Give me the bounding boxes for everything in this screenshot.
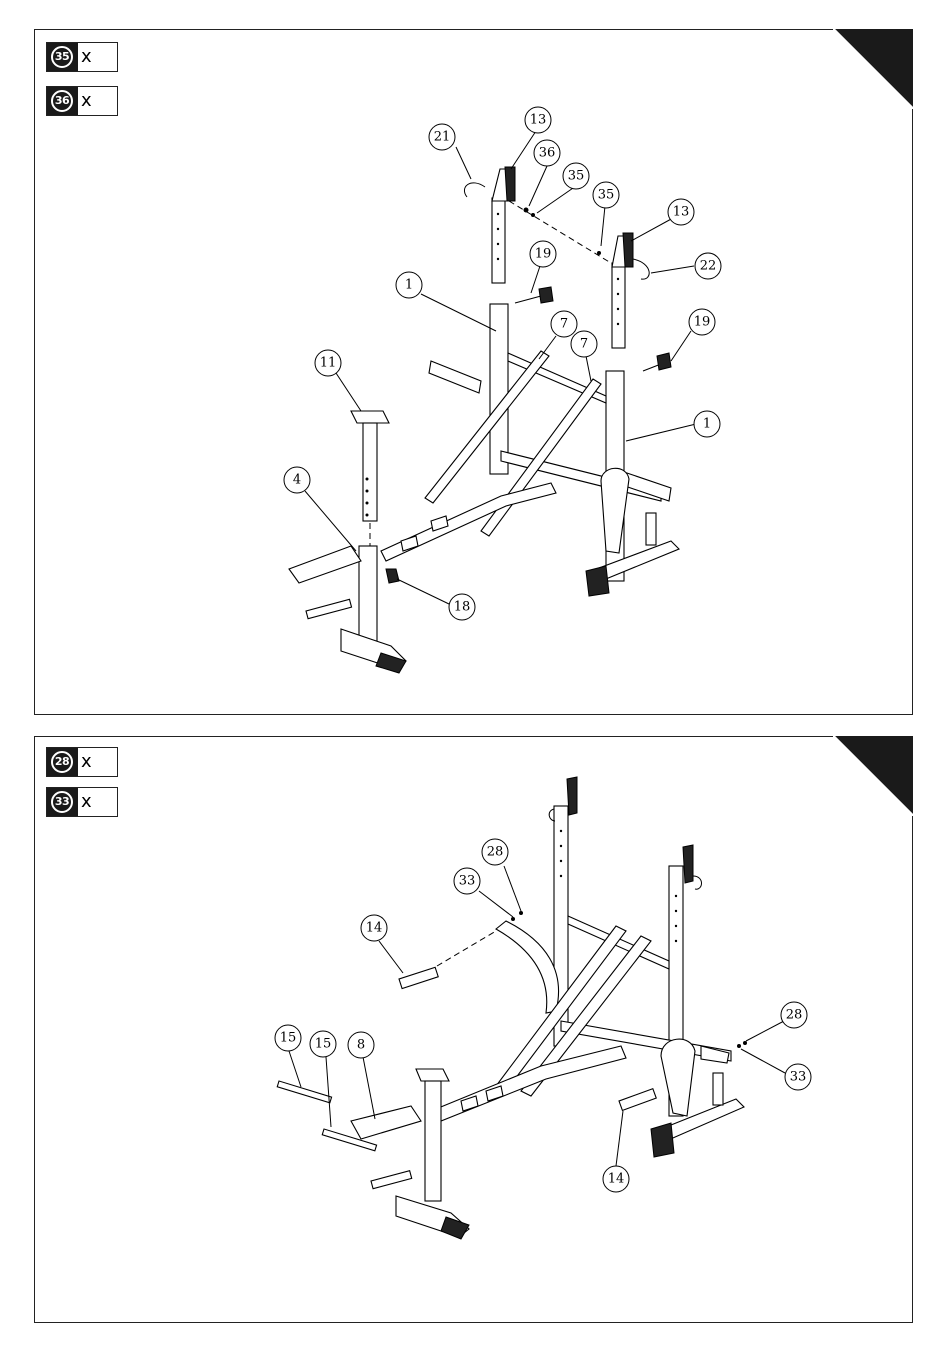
svg-text:13: 13 — [530, 113, 547, 128]
callout-28: 28 — [482, 839, 508, 865]
handle-14-left — [399, 967, 438, 988]
callout-35: 35 — [593, 182, 619, 208]
callout-36: 36 — [534, 140, 560, 166]
plate-arm-8-left — [496, 921, 559, 1013]
svg-text:36: 36 — [539, 146, 556, 161]
svg-text:1: 1 — [703, 417, 711, 432]
hook-22-icon — [633, 259, 649, 279]
callout-33: 33 — [454, 868, 480, 894]
svg-text:18: 18 — [454, 600, 471, 615]
svg-text:14: 14 — [366, 921, 383, 936]
svg-text:35: 35 — [568, 169, 585, 184]
handle-14-right — [619, 1089, 656, 1111]
svg-text:15: 15 — [280, 1031, 297, 1046]
svg-text:35: 35 — [598, 188, 615, 203]
callout-8: 8 — [348, 1032, 374, 1058]
leg-arm-8 — [351, 1106, 421, 1139]
hook-21-icon — [464, 183, 485, 197]
seat-post-front — [416, 1069, 449, 1201]
svg-text:33: 33 — [459, 874, 476, 889]
svg-text:1: 1 — [405, 278, 413, 293]
upright-13-right — [612, 233, 633, 348]
knob-18-icon — [386, 569, 399, 583]
svg-text:7: 7 — [560, 317, 568, 332]
callout-14: 14 — [361, 915, 387, 941]
callout-7: 7 — [571, 331, 597, 357]
callout-13: 13 — [668, 199, 694, 225]
knob-19-left-icon — [515, 287, 553, 303]
callout-1: 1 — [396, 272, 422, 298]
front-upright-4 — [359, 546, 377, 641]
callout-35: 35 — [563, 163, 589, 189]
svg-text:15: 15 — [315, 1037, 332, 1052]
svg-text:33: 33 — [790, 1070, 807, 1085]
callout-7: 7 — [551, 311, 577, 337]
svg-text:19: 19 — [694, 315, 711, 330]
seat-post-11 — [351, 411, 389, 521]
svg-text:11: 11 — [320, 356, 337, 371]
svg-text:7: 7 — [580, 337, 588, 352]
svg-text:21: 21 — [434, 130, 451, 145]
svg-text:8: 8 — [357, 1038, 365, 1053]
callout-4: 4 — [284, 467, 310, 493]
assembly-step-1-panel: 35 x 36 x — [34, 29, 913, 715]
svg-text:28: 28 — [487, 845, 504, 860]
rack-assembly-diagram-1: 21 13 36 35 35 13 22 19 1 7 7 19 1 11 4 … — [35, 30, 912, 714]
callout-18: 18 — [449, 594, 475, 620]
callout-11: 11 — [315, 350, 341, 376]
callout-22: 22 — [695, 253, 721, 279]
plate-arm-left — [429, 361, 481, 393]
callout-21: 21 — [429, 124, 455, 150]
callout-1: 1 — [694, 411, 720, 437]
callout-14: 14 — [603, 1166, 629, 1192]
callout-15: 15 — [275, 1025, 301, 1051]
rack-assembly-diagram-2: 28 33 14 28 15 15 8 33 14 — [35, 737, 912, 1322]
svg-text:13: 13 — [673, 205, 690, 220]
svg-text:4: 4 — [293, 473, 301, 488]
rod-15-a — [277, 1081, 331, 1103]
svg-text:14: 14 — [608, 1172, 625, 1187]
knob-19-right-icon — [643, 353, 671, 371]
assembly-step-2-panel: 28 x 33 x — [34, 736, 913, 1323]
svg-text:28: 28 — [786, 1008, 803, 1023]
callout-19: 19 — [689, 309, 715, 335]
hook-arm-right — [601, 468, 629, 553]
svg-text:19: 19 — [535, 247, 552, 262]
callout-33: 33 — [785, 1064, 811, 1090]
svg-text:22: 22 — [700, 259, 717, 274]
callout-13: 13 — [525, 107, 551, 133]
callout-19: 19 — [530, 241, 556, 267]
callout-28: 28 — [781, 1002, 807, 1028]
callout-15: 15 — [310, 1031, 336, 1057]
upright-13-left — [492, 167, 515, 283]
